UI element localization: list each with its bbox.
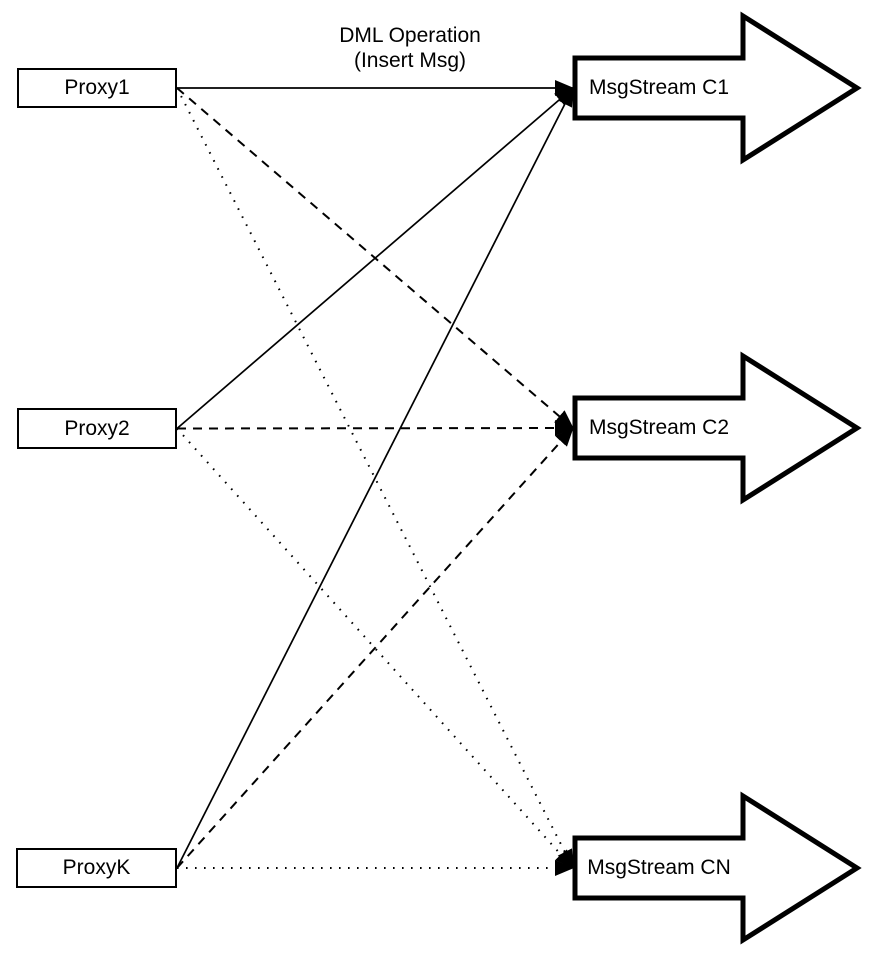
title-line-2: (Insert Msg) xyxy=(353,49,466,72)
edge-proxy2-c2-dashed xyxy=(176,420,574,437)
edge-proxyk-c2-dashed xyxy=(176,427,574,869)
title-line-1: DML Operation xyxy=(339,24,481,47)
block-arrow-c1 xyxy=(572,11,862,165)
node-proxy1-label: Proxy1 xyxy=(64,76,130,99)
node-proxyk: ProxyK xyxy=(16,848,177,888)
block-arrow-cn xyxy=(572,791,862,945)
edge-proxy2-c1-solid xyxy=(176,87,574,430)
edge-proxyk-c1-solid xyxy=(176,87,574,869)
diagram-title: DML Operation (Insert Msg) xyxy=(260,23,560,73)
block-arrow-c2 xyxy=(572,351,862,505)
node-proxy2-label: Proxy2 xyxy=(64,416,130,440)
node-proxy2: Proxy2 xyxy=(17,408,177,449)
node-proxyk-label: ProxyK xyxy=(62,856,131,879)
node-proxy1: Proxy1 xyxy=(17,68,177,108)
